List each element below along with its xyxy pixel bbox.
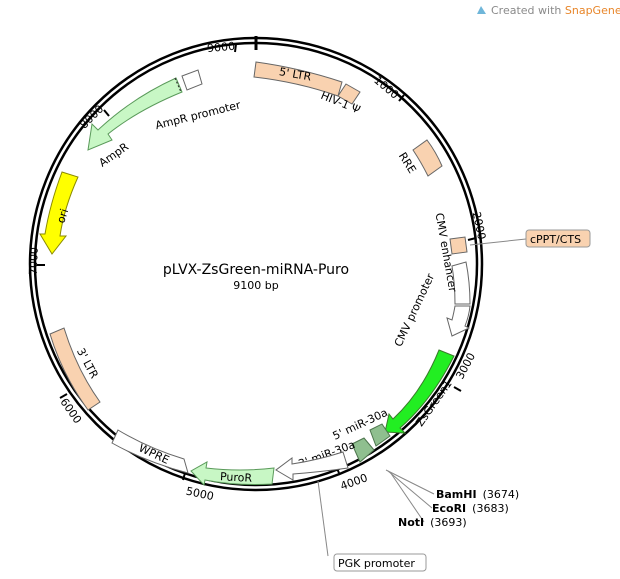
- feature-hiv1-psi[interactable]: [337, 83, 361, 105]
- feature-label-ampr-promoter: AmpR promoter: [154, 98, 242, 132]
- feature-rre[interactable]: [412, 139, 443, 177]
- snapgene-logo-icon: [477, 6, 486, 14]
- tick-label-9000: 9000: [207, 40, 236, 55]
- svg-text:Created with SnapGene®: Created with SnapGene®: [491, 4, 620, 17]
- site-leaders: [385, 469, 435, 523]
- feature-puror[interactable]: [190, 461, 275, 487]
- feature-ori[interactable]: [39, 171, 79, 255]
- site-ecori-pos: (3683): [472, 502, 509, 515]
- feature-ampr-promoter[interactable]: [181, 69, 203, 91]
- feature-label-puror: PuroR: [220, 470, 253, 485]
- ampr-dot-marker: [174, 77, 182, 93]
- feature-wpre[interactable]: [111, 429, 189, 474]
- feature-ampr[interactable]: [87, 77, 183, 151]
- feature-label-pgk-promoter: PGK promoter: [338, 557, 415, 570]
- pgk-label-box[interactable]: [333, 553, 427, 572]
- plasmid-name: pLVX-ZsGreen-miRNA-Puro: [163, 262, 349, 278]
- cppt-label-box[interactable]: [525, 229, 591, 248]
- site-ecori-name: EcoRI: [432, 502, 466, 515]
- site-noti[interactable]: NotI (3693): [398, 516, 467, 529]
- feature-label-5ltr: 5' LTR: [278, 65, 313, 84]
- feature-cppt-cts[interactable]: [449, 236, 468, 255]
- feature-zsgreen1[interactable]: [384, 349, 455, 434]
- feature-3-mir30a[interactable]: [351, 437, 375, 463]
- feature-5-mir30a[interactable]: [369, 423, 391, 447]
- pgk-leader: [317, 480, 329, 557]
- snapgene-credit: Created with SnapGene®: [477, 4, 620, 17]
- tick-label-2000: 2000: [470, 211, 489, 241]
- site-noti-pos: (3693): [430, 516, 467, 529]
- tick-label-7000: 7000: [27, 247, 41, 275]
- site-bamhi[interactable]: BamHI (3674): [436, 488, 519, 501]
- site-bamhi-name: BamHI: [436, 488, 477, 501]
- site-noti-name: NotI: [398, 516, 424, 529]
- feature-cmv-enhancer[interactable]: [451, 261, 471, 305]
- credit-brand: SnapGene: [565, 4, 620, 17]
- credit-prefix: Created with: [491, 4, 565, 17]
- feature-label-cmv-promoter: CMV promoter: [392, 271, 437, 349]
- plasmid-size: 9100 bp: [233, 279, 278, 292]
- feature-cmv-promoter[interactable]: [446, 305, 471, 337]
- feature-3ltr[interactable]: [49, 327, 101, 411]
- tick-label-6000: 6000: [57, 396, 84, 426]
- feature-pgk-promoter[interactable]: [275, 451, 349, 481]
- feature-label-ori: ori: [54, 207, 71, 225]
- site-bamhi-pos: (3674): [483, 488, 520, 501]
- feature-label-wpre: WPRE: [137, 441, 172, 466]
- cppt-leader: [469, 238, 527, 246]
- site-ecori[interactable]: EcoRI (3683): [432, 502, 509, 515]
- tick-label-4000: 4000: [339, 471, 370, 493]
- tick-label-5000: 5000: [185, 485, 215, 504]
- feature-label-cppt-cts: cPPT/CTS: [530, 233, 581, 246]
